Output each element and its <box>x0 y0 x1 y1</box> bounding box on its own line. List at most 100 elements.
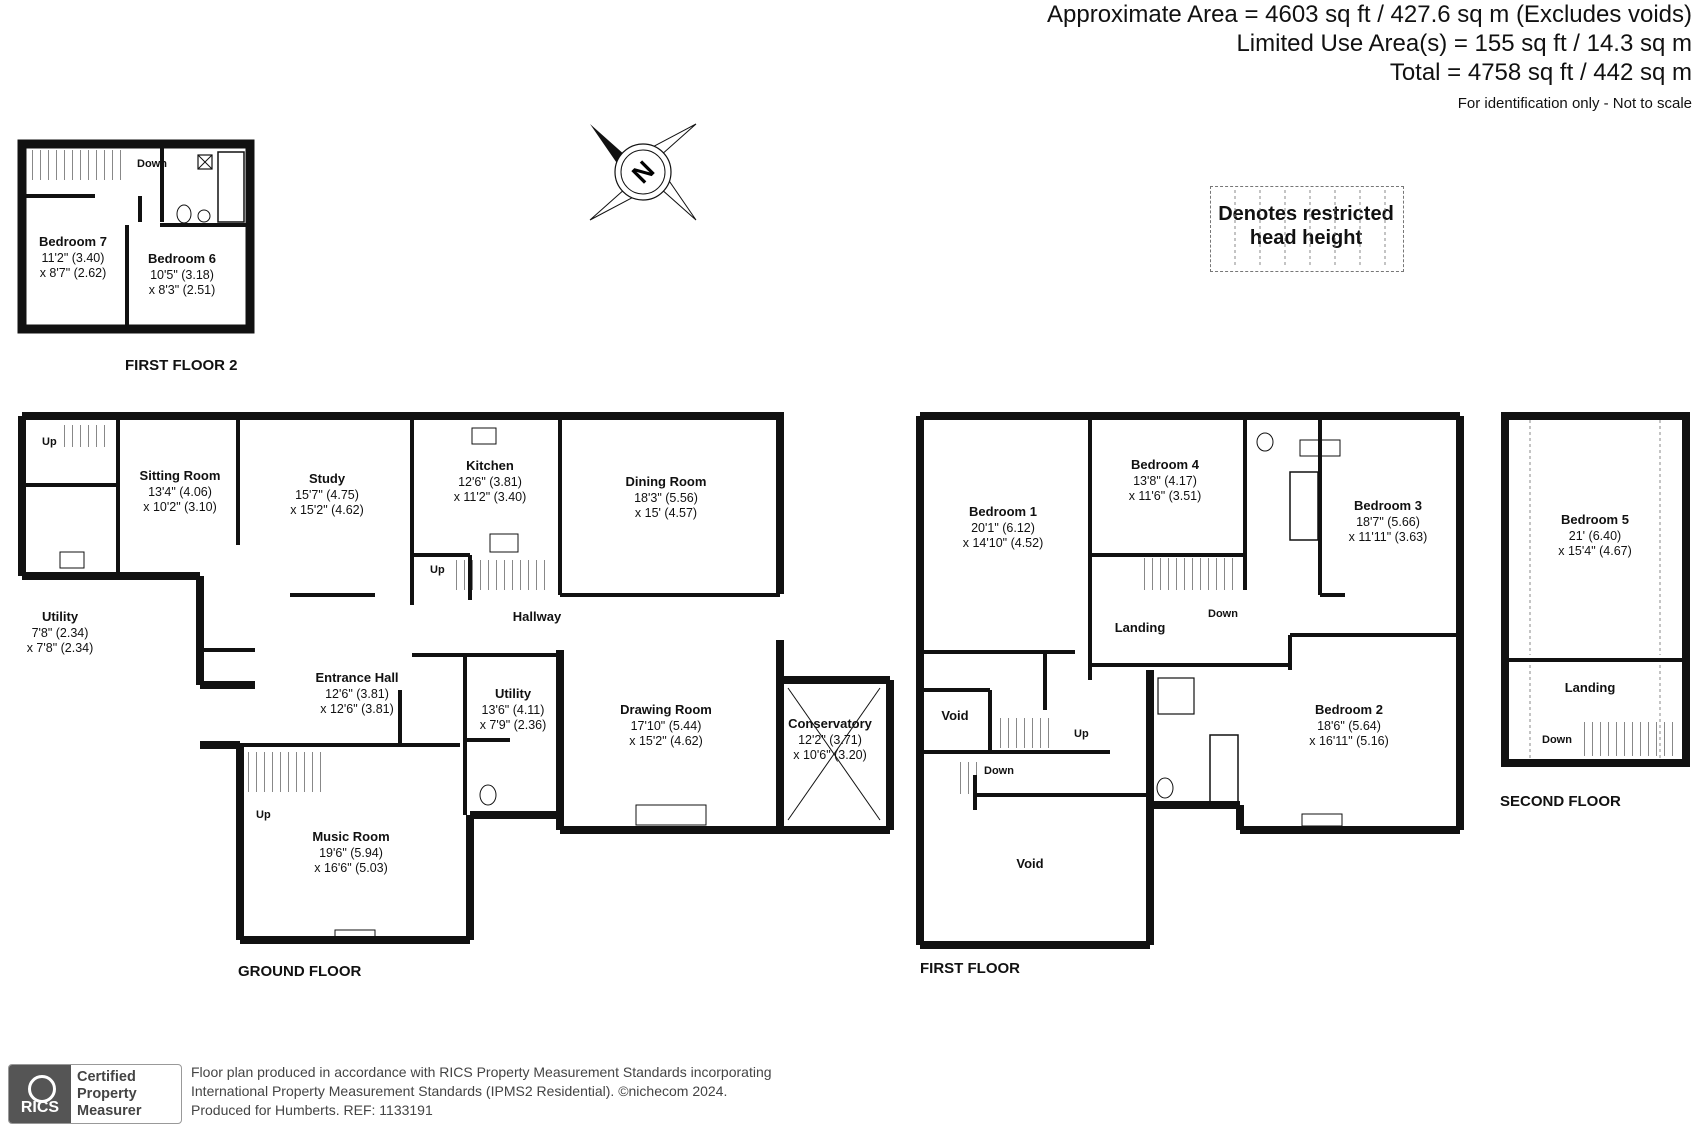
bedroom-5-name: Bedroom 5 <box>1561 512 1629 527</box>
legend-dash-lines <box>1234 190 1386 268</box>
legend-line-2: head height <box>1249 227 1363 249</box>
bath-icon <box>217 151 245 223</box>
gf-kitchen-stairs <box>455 560 545 590</box>
bedroom-7-name: Bedroom 7 <box>39 234 107 249</box>
not-to-scale-note: For identification only - Not to scale <box>1457 95 1692 112</box>
bedroom-4-name: Bedroom 4 <box>1131 457 1200 472</box>
bedroom-6-dim1: 10'5" (3.18) <box>150 268 214 282</box>
approximate-area-text: Approximate Area = 4603 sq ft / 427.6 sq… <box>1047 1 1692 28</box>
ff-bath-2-icon <box>1209 734 1239 804</box>
rics-cert-text: Certified Property Measurer <box>77 1069 141 1120</box>
bedroom-3-dim2: x 11'11" (3.63) <box>1349 530 1428 544</box>
first-floor-2-label: FIRST FLOOR 2 <box>125 357 238 374</box>
rics-logo: RICS <box>9 1065 71 1123</box>
footer-line-2: International Property Measurement Stand… <box>191 1083 728 1099</box>
conservatory-name: Conservatory <box>788 716 873 731</box>
gf-music-stairs <box>246 752 326 792</box>
first-floor-label: FIRST FLOOR <box>920 960 1020 977</box>
void-large-name: Void <box>1016 856 1043 871</box>
ff2-stair-down-label: Down <box>137 158 167 170</box>
first-floor-2-plan <box>17 139 255 334</box>
sf-down-label: Down <box>1542 734 1572 746</box>
void-small-name: Void <box>941 708 968 723</box>
sf-landing-name: Landing <box>1565 680 1616 695</box>
drawing-room-dim2: x 15'2" (4.62) <box>629 734 703 748</box>
ff-landing-name: Landing <box>1115 620 1166 635</box>
compass-icon: N <box>589 123 697 221</box>
kitchen-dim2: x 11'2" (3.40) <box>454 490 527 504</box>
gf-toilet-icon <box>479 784 497 806</box>
first-floor-inner-walls <box>920 416 1460 810</box>
dining-room-name: Dining Room <box>626 474 707 489</box>
music-fireplace-icon <box>334 929 376 941</box>
shower-icon <box>197 154 213 170</box>
ff-down-label-1: Down <box>1208 608 1238 620</box>
rics-logo-text: RICS <box>20 1099 60 1116</box>
rics-cert-line-1: Certified <box>77 1069 136 1085</box>
second-floor-walls <box>1501 412 1690 767</box>
ff-down-label-2: Down <box>984 765 1014 777</box>
toilet-icon <box>176 204 192 224</box>
first-floor-outer-walls <box>916 412 1464 949</box>
utility-mid-dim2: x 7'9" (2.36) <box>480 718 547 732</box>
sitting-room-name: Sitting Room <box>140 468 221 483</box>
bedroom-6-dim2: x 8'3" (2.51) <box>149 283 216 297</box>
ff2-stairs <box>28 150 128 180</box>
bedroom-1-name: Bedroom 1 <box>969 504 1037 519</box>
sitting-room-dim2: x 10'2" (3.10) <box>143 500 217 514</box>
hallway-name: Hallway <box>513 609 562 624</box>
bedroom-3-dim1: 18'7" (5.66) <box>1356 515 1420 529</box>
bedroom-7-dim1: 11'2" (3.40) <box>42 251 105 265</box>
gf-up-label-1: Up <box>42 436 57 448</box>
bedroom-1-dim1: 20'1" (6.12) <box>971 521 1035 535</box>
utility-left-dim2: x 7'8" (2.34) <box>27 641 94 655</box>
ff-stairs-main <box>1138 558 1233 590</box>
rics-emblem-icon <box>28 1075 56 1103</box>
bedroom-2-name: Bedroom 2 <box>1315 702 1383 717</box>
conservatory-dim2: x 10'6" (3.20) <box>793 748 867 762</box>
gf-up-label-3: Up <box>256 809 271 821</box>
basin-icon <box>197 209 211 223</box>
footer-line-1: Floor plan produced in accordance with R… <box>191 1064 772 1080</box>
bedroom-4-dim2: x 11'6" (3.51) <box>1129 489 1202 503</box>
gf-utility-stairs <box>62 425 112 447</box>
bedroom-5-dim1: 21' (6.40) <box>1569 529 1621 543</box>
drawing-room-name: Drawing Room <box>620 702 712 717</box>
first-floor-2-inner-walls <box>22 144 250 329</box>
ff-stairs-lower <box>994 718 1054 748</box>
legend-line-1: Denotes restricted <box>1218 203 1394 225</box>
music-room-name: Music Room <box>312 829 389 844</box>
footer-disclaimer: Floor plan produced in accordance with R… <box>191 1063 772 1120</box>
total-area-text: Total = 4758 sq ft / 442 sq m <box>1389 59 1692 86</box>
restricted-height-legend-box <box>1210 186 1404 272</box>
drawing-fireplace-icon <box>635 804 707 826</box>
rics-cert-line-2: Property <box>77 1086 137 1102</box>
utility-left-name: Utility <box>42 609 79 624</box>
kitchen-dim1: 12'6" (3.81) <box>458 475 522 489</box>
entrance-hall-dim2: x 12'6" (3.81) <box>320 702 394 716</box>
bedroom-5-dim2: x 15'4" (4.67) <box>1558 544 1632 558</box>
ff-shower-icon <box>1157 677 1195 715</box>
study-dim1: 15'7" (4.75) <box>295 488 359 502</box>
conservatory-dim1: 12'2" (3.71) <box>798 733 862 747</box>
conservatory-roof-line-2 <box>787 687 881 821</box>
study-name: Study <box>309 471 346 486</box>
ground-floor-label: GROUND FLOOR <box>238 963 361 980</box>
bedroom-2-dim2: x 16'11" (5.16) <box>1309 734 1389 748</box>
ff-stairs-void <box>958 762 978 794</box>
kitchen-sink-icon <box>471 427 497 445</box>
rics-cert-line-3: Measurer <box>77 1103 142 1119</box>
shower-cross-2 <box>197 154 213 170</box>
utility-left-dim1: 7'8" (2.34) <box>32 626 89 640</box>
gf-up-label-2: Up <box>430 564 445 576</box>
bedroom-7-dim2: x 8'7" (2.62) <box>40 266 107 280</box>
bedroom-2-dim1: 18'6" (5.64) <box>1317 719 1381 733</box>
hob-icon <box>489 533 519 553</box>
drawing-room-dim1: 17'10" (5.44) <box>631 719 702 733</box>
ff-up-label: Up <box>1074 728 1089 740</box>
entrance-hall-dim1: 12'6" (3.81) <box>325 687 389 701</box>
dining-room-dim1: 18'3" (5.56) <box>634 491 698 505</box>
utility-mid-dim1: 13'6" (4.11) <box>482 703 545 717</box>
utility-sink-icon <box>59 551 85 569</box>
music-room-dim1: 19'6" (5.94) <box>319 846 383 860</box>
